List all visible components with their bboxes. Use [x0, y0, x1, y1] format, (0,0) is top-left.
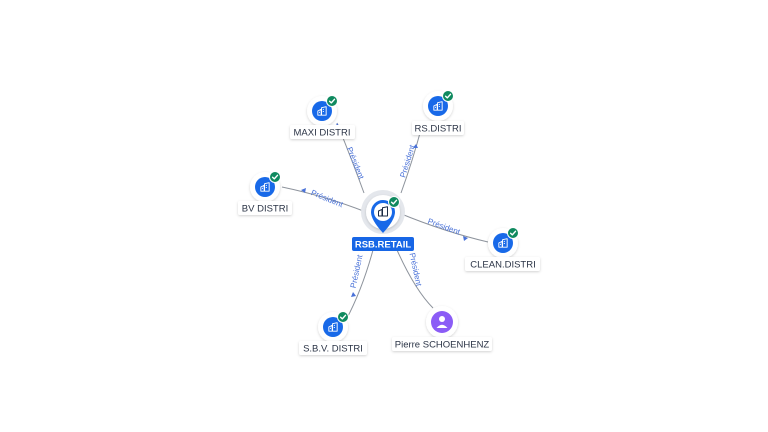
node-label-bv: BV DISTRI — [242, 204, 288, 215]
edge-sbv[interactable]: Président — [345, 249, 374, 321]
check-icon — [507, 227, 519, 239]
center-label-bg — [352, 237, 414, 251]
node-sbv[interactable]: S.B.V. DISTRI — [299, 311, 367, 356]
check-icon — [388, 196, 400, 208]
check-icon — [442, 90, 454, 102]
edge-bv[interactable]: Président — [281, 186, 367, 213]
center-node[interactable]: RSB.RETAIL — [352, 190, 414, 251]
node-pierre[interactable]: Pierre SCHOENHENZ — [392, 306, 492, 351]
check-icon — [269, 171, 281, 183]
building-icon — [378, 206, 388, 217]
node-clean[interactable]: CLEAN.DISTRI — [465, 227, 540, 272]
center-node-label: RSB.RETAIL — [355, 240, 411, 251]
node-label-rs: RS.DISTRI — [415, 124, 462, 135]
check-icon — [337, 311, 349, 323]
node-label-maxi: MAXI DISTRI — [293, 128, 350, 139]
node-maxi[interactable]: MAXI DISTRI — [290, 95, 355, 140]
edge-label-maxi: Président — [345, 146, 366, 181]
node-rs[interactable]: RS.DISTRI — [412, 90, 464, 136]
edge-label-rs: Président — [398, 143, 417, 179]
node-label-sbv: S.B.V. DISTRI — [303, 344, 363, 355]
edge-label-pierre: Président — [408, 252, 424, 288]
node-label-clean: CLEAN.DISTRI — [470, 260, 535, 271]
check-icon — [326, 95, 338, 107]
edge-label-clean: Président — [426, 217, 462, 237]
edge-label-bv: Président — [310, 188, 345, 209]
node-label-pierre: Pierre SCHOENHENZ — [395, 340, 490, 351]
node-bv[interactable]: BV DISTRI — [238, 171, 292, 216]
edge-pierre[interactable]: Président — [396, 249, 434, 309]
person-icon — [436, 316, 448, 328]
